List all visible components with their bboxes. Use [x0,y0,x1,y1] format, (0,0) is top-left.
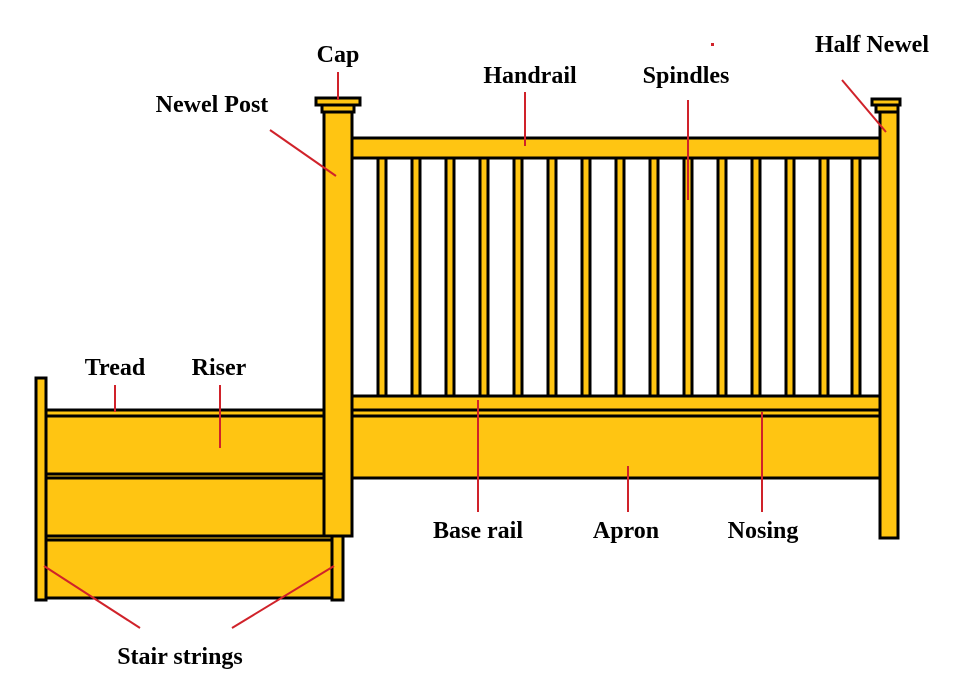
stair-riser-top [44,414,328,476]
label-riser: Riser [192,355,247,381]
leader-line-stair-string-left [43,565,141,629]
stair-string-left [34,376,48,602]
newel-cap-base [320,103,356,114]
stair-riser-bottom [44,538,338,600]
spindle [648,156,660,398]
label-newel-post: Newel Post [156,92,269,118]
stray-red-dot [711,43,714,46]
spindle [750,156,762,398]
spindle [850,156,862,398]
spindle [512,156,524,398]
spindle [784,156,796,398]
label-nosing: Nosing [728,518,799,544]
label-apron: Apron [593,518,659,544]
label-stair-strings: Stair strings [117,644,243,670]
stair-nosing-bottom [44,534,338,542]
spindle [410,156,422,398]
half-newel-cap-base [874,103,900,114]
spindle-group [376,156,862,398]
label-spindles: Spindles [643,63,730,89]
spindle [478,156,490,398]
stair-tread [44,408,328,418]
label-base-rail: Base rail [433,518,523,544]
label-cap: Cap [317,42,360,68]
spindle [546,156,558,398]
half-newel [878,110,900,540]
leader-lines [43,72,887,629]
apron-board [350,414,882,480]
label-handrail: Handrail [483,63,577,89]
label-tread: Tread [85,355,146,381]
base-rail-board [350,394,882,412]
spindle [376,156,388,398]
leader-line-stair-string-right [231,565,335,629]
stair-nosing-middle [44,472,328,480]
leader-line-half-newel [841,79,887,133]
newel-post [322,110,354,538]
spindle [716,156,728,398]
spindle [818,156,830,398]
leader-line-newel-post [269,129,337,177]
label-half-newel: Half Newel [815,32,929,58]
spindle [614,156,626,398]
stair-riser-middle [44,476,328,538]
railing-structure [34,96,902,602]
spindle [580,156,592,398]
handrail-board [350,136,882,160]
spindle [444,156,456,398]
labels: Cap Newel Post Handrail Spindles Half Ne… [85,32,930,670]
